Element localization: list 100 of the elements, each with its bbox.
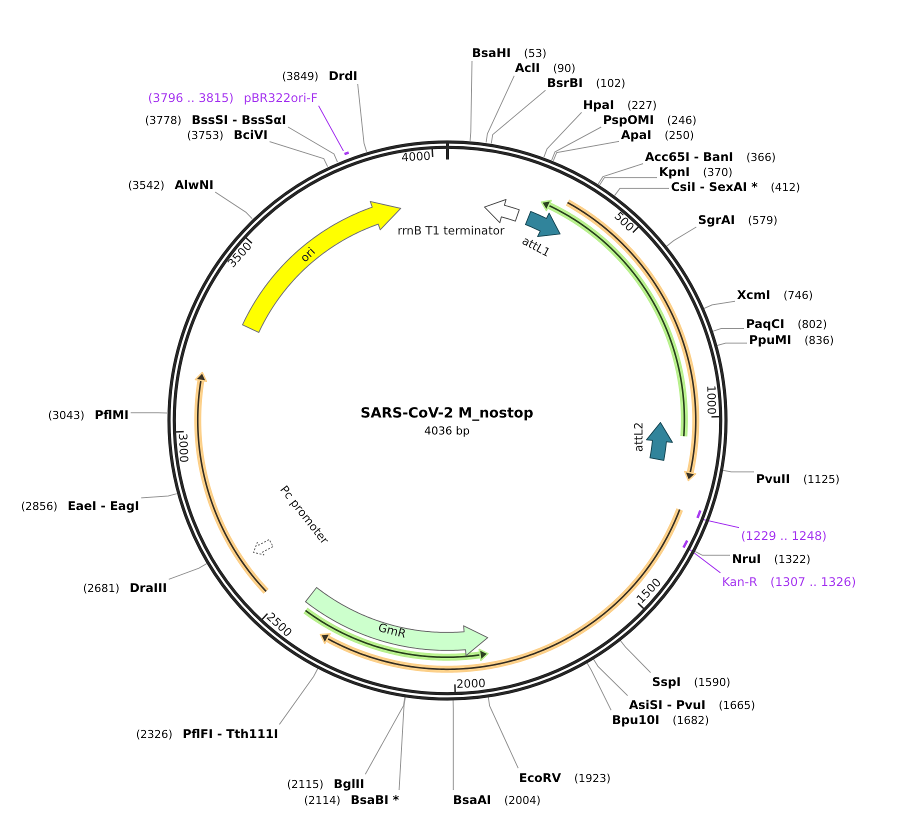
cut-position: (1590) (694, 676, 730, 690)
scale-label: 2000 (456, 677, 486, 691)
cut-position: (227) (627, 99, 657, 113)
feature-label: GmR (376, 621, 408, 641)
cut-position: (2681) (83, 582, 120, 596)
primer-mark (343, 150, 351, 156)
enzyme-name: BciVI (234, 128, 268, 142)
cut-position: (250) (664, 129, 694, 143)
enzyme-name: AsiSI - PvuI (629, 698, 706, 712)
enzyme-name: AlwNI (174, 178, 214, 192)
enzyme-name: XcmI (737, 288, 770, 302)
feature-label: attL1 (520, 234, 552, 260)
leader-line (722, 470, 754, 472)
cut-position: (366) (746, 151, 776, 165)
cut-position: (412) (770, 181, 800, 195)
enzyme-name: NruI (732, 552, 761, 566)
enzyme-name: PflMI (94, 408, 129, 422)
enzyme-name: ApaI (621, 128, 652, 142)
primer-mark (682, 538, 690, 550)
cut-position: (370) (702, 166, 732, 180)
cut-position: (2114) (304, 794, 341, 808)
cut-position: (3778) (145, 114, 182, 128)
leader-line (364, 696, 406, 775)
primer-name: Kan-R (722, 575, 758, 589)
leader-line (470, 60, 472, 142)
enzyme-name: BsrBI (547, 76, 583, 90)
enzyme-name: DrdI (328, 69, 358, 83)
leader-line (130, 412, 168, 414)
leader-line (357, 84, 368, 152)
enzyme-name: PspOMI (603, 113, 654, 127)
leader-line (598, 163, 644, 185)
cut-position: (2856) (21, 500, 58, 514)
leader-line (214, 192, 253, 220)
enzyme-name: BssSI - BssSαI (192, 113, 286, 127)
cut-position: (2115) (287, 778, 324, 792)
leader-line (666, 226, 697, 247)
enzyme-name: BsaHI (472, 46, 511, 60)
leader-line (688, 548, 721, 574)
leader-line (712, 328, 744, 332)
cut-position: (836) (804, 334, 834, 348)
primer-range: (1307 .. 1326) (770, 575, 856, 589)
cut-position: (1322) (774, 553, 811, 567)
enzyme-name: CsiI - SexAI * (671, 180, 758, 194)
enzyme-name: BsaAI (453, 793, 492, 807)
cut-position: (1665) (718, 699, 756, 713)
enzyme-name: Bpu10I (612, 713, 660, 727)
leader-line (269, 141, 328, 168)
leader-line (703, 300, 736, 309)
leader-line (552, 140, 620, 162)
leader-line (288, 126, 338, 163)
cut-position: (90) (552, 62, 576, 76)
cut-position: (53) (524, 47, 546, 61)
cut-position: (3753) (187, 129, 224, 143)
cut-position: (3043) (48, 409, 85, 423)
cut-position: (2326) (136, 728, 173, 742)
plasmid-name: SARS-CoV-2 M_nostop (360, 406, 534, 422)
scale-label: 1000 (704, 385, 718, 415)
enzyme-name: HpaI (583, 98, 614, 112)
enzyme-name: PflFI - Tth111I (182, 727, 278, 741)
cut-position: (579) (748, 214, 778, 228)
enzyme-name: EcoRV (519, 771, 562, 785)
leader-line (452, 700, 454, 790)
cut-position: (3542) (128, 179, 165, 193)
enzyme-name: KpnI (659, 165, 690, 179)
feature-label: attL2 (632, 422, 646, 452)
leader-line (694, 550, 730, 556)
primer-range: (1229 .. 1248) (741, 529, 827, 543)
enzyme-name: BsaBI * (350, 793, 400, 807)
enzyme-name: EaeI - EagI (68, 499, 140, 513)
enzyme-name: BglII (334, 777, 364, 791)
enzyme-name: PvuII (756, 472, 790, 486)
cut-position: (746) (783, 289, 813, 303)
cut-position: (102) (596, 77, 626, 91)
scale-label: 4000 (400, 150, 431, 164)
enzyme-name: PaqCI (746, 317, 784, 331)
leader-line (592, 658, 628, 696)
primer-mark (696, 508, 702, 520)
enzyme-name: SgrAI (698, 213, 735, 227)
primer-name: pBR322ori-F (244, 91, 318, 105)
leader-line (599, 177, 658, 186)
plasmid-length: 4036 bp (424, 424, 470, 438)
cut-position: (1125) (803, 473, 840, 487)
cut-position: (2004) (504, 794, 541, 808)
enzyme-name: AclI (515, 61, 540, 75)
leader-line (168, 563, 208, 580)
enzyme-name: Acc65I - BanI (645, 150, 734, 164)
leader-line (701, 518, 740, 528)
cut-position: (246) (666, 114, 697, 128)
leader-line (490, 90, 546, 144)
scale-label: 500 (611, 210, 636, 235)
leader-line (614, 188, 670, 196)
cut-position: (1923) (574, 772, 611, 786)
feature-label: ori (298, 245, 318, 265)
leader-line (278, 668, 318, 725)
cut-position: (3849) (282, 70, 319, 84)
enzyme-name: SspI (652, 675, 681, 689)
leader-line (488, 696, 519, 769)
cut-position: (1682) (672, 714, 710, 728)
cut-position: (802) (797, 318, 828, 332)
leader-line (586, 662, 612, 711)
